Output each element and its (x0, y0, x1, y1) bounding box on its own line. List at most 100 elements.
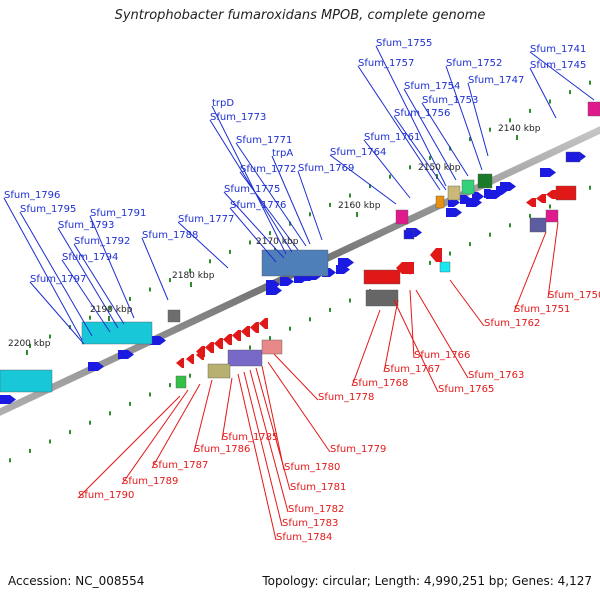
tick-mark (449, 146, 451, 151)
forward-gene-label: Sfum_1796 (4, 190, 60, 201)
forward-gene-label: Sfum_1772 (240, 164, 296, 175)
reverse-gene-label: Sfum_1784 (276, 532, 332, 543)
reverse-gene-arrow (396, 262, 414, 274)
leader-line (261, 365, 285, 471)
leader-line (375, 45, 447, 187)
leader-line (229, 207, 277, 263)
reverse-gene-label: Sfum_1782 (288, 504, 344, 515)
gene-block (81, 321, 153, 345)
reverse-gene-arrow (232, 330, 241, 341)
tick-mark (569, 90, 571, 95)
gene-block (477, 173, 493, 189)
tick-mark (29, 343, 31, 348)
tick-mark (509, 118, 511, 123)
reverse-gene-arrow (241, 326, 250, 337)
forward-gene-arrow (294, 274, 308, 283)
reverse-gene-label: Sfum_1779 (330, 444, 386, 455)
reverse-gene-label: Sfum_1786 (194, 444, 250, 455)
reverse-gene-arrow (556, 186, 566, 195)
kbp-tick-label: 2170 kbp (256, 237, 299, 247)
reverse-gene-arrow (186, 354, 194, 364)
tick-mark (469, 242, 471, 247)
forward-gene-arrow (0, 395, 16, 404)
reverse-gene-label: Sfum_1767 (384, 364, 440, 375)
tick-mark (329, 202, 331, 207)
topology-summary: Topology: circular; Length: 4,990,251 bp… (262, 574, 592, 588)
tick-mark (109, 411, 111, 416)
gene-block (261, 339, 283, 355)
gene-block (447, 185, 461, 201)
kbp-tick-label: 2160 kbp (338, 201, 381, 211)
gene-block (167, 309, 181, 323)
leader-line (239, 171, 299, 251)
forward-gene-label: Sfum_1756 (394, 108, 450, 119)
leader-line (415, 289, 469, 379)
leader-line (89, 215, 135, 319)
leader-line (235, 142, 307, 247)
kbp-tick-mark (516, 135, 518, 140)
kbp-tick-mark (356, 212, 358, 217)
tick-mark (249, 240, 251, 245)
gene-block (227, 349, 263, 367)
reverse-gene-arrow (536, 194, 546, 203)
accession-text: Accession: NC_008554 (8, 574, 145, 588)
forward-gene-arrow (496, 186, 508, 195)
reverse-gene-label: Sfum_1780 (284, 462, 340, 473)
forward-gene-arrow (338, 258, 354, 267)
reverse-gene-label: Sfum_1789 (122, 476, 178, 487)
leader-line (547, 221, 559, 299)
forward-gene-arrow (118, 350, 134, 359)
gene-block (529, 217, 547, 233)
forward-gene-arrow (540, 168, 556, 177)
reverse-gene-label: Sfum_1763 (468, 370, 524, 381)
leader-line (211, 105, 287, 255)
genome-title: Syntrophobacter fumaroxidans MPOB, compl… (114, 8, 486, 23)
tick-mark (129, 296, 131, 301)
leader-line (467, 82, 489, 157)
reverse-gene-label: Sfum_1778 (318, 392, 374, 403)
tick-mark (449, 251, 451, 256)
reverse-gene-label: Sfum_1762 (484, 318, 540, 329)
reverse-gene-arrow (546, 190, 556, 199)
forward-gene-label: Sfum_1793 (58, 220, 114, 231)
reverse-gene-label: Sfum_1750 (548, 290, 600, 301)
forward-gene-label: trpA (272, 148, 293, 159)
gene-block (545, 209, 559, 223)
gene-block (395, 209, 409, 225)
forward-gene-label: Sfum_1771 (236, 135, 292, 146)
reverse-gene-arrow (176, 358, 184, 368)
kbp-tick-mark (108, 316, 110, 321)
gene-block (207, 363, 231, 379)
forward-gene-arrow (472, 192, 484, 201)
feature-layer (0, 101, 600, 404)
tick-mark (389, 174, 391, 179)
forward-gene-label: Sfum_1795 (20, 204, 76, 215)
tick-mark (349, 298, 351, 303)
tick-mark (309, 212, 311, 217)
leader-line (61, 259, 111, 333)
tick-mark (149, 392, 151, 397)
reverse-gene-arrow (223, 334, 232, 345)
forward-gene-arrow (266, 280, 280, 289)
forward-gene-label: Sfum_1769 (298, 163, 354, 174)
tick-mark (89, 315, 91, 320)
forward-gene-arrow (280, 277, 294, 286)
leader-line (221, 377, 233, 441)
forward-gene-label: trpD (212, 98, 234, 109)
leader-line (29, 281, 85, 345)
leader-line (409, 289, 415, 359)
gene-block (365, 289, 399, 307)
tick-mark (89, 420, 91, 425)
forward-gene-arrow (88, 362, 104, 371)
tick-mark (309, 317, 311, 322)
gene-block (363, 269, 401, 285)
reverse-gene-arrow (526, 198, 536, 207)
tick-mark (29, 448, 31, 453)
tick-mark (429, 260, 431, 265)
reverse-gene-label: Sfum_1765 (438, 384, 494, 395)
leader-line (209, 119, 293, 253)
leader-line (421, 102, 469, 177)
reverse-gene-label: Sfum_1751 (514, 304, 570, 315)
